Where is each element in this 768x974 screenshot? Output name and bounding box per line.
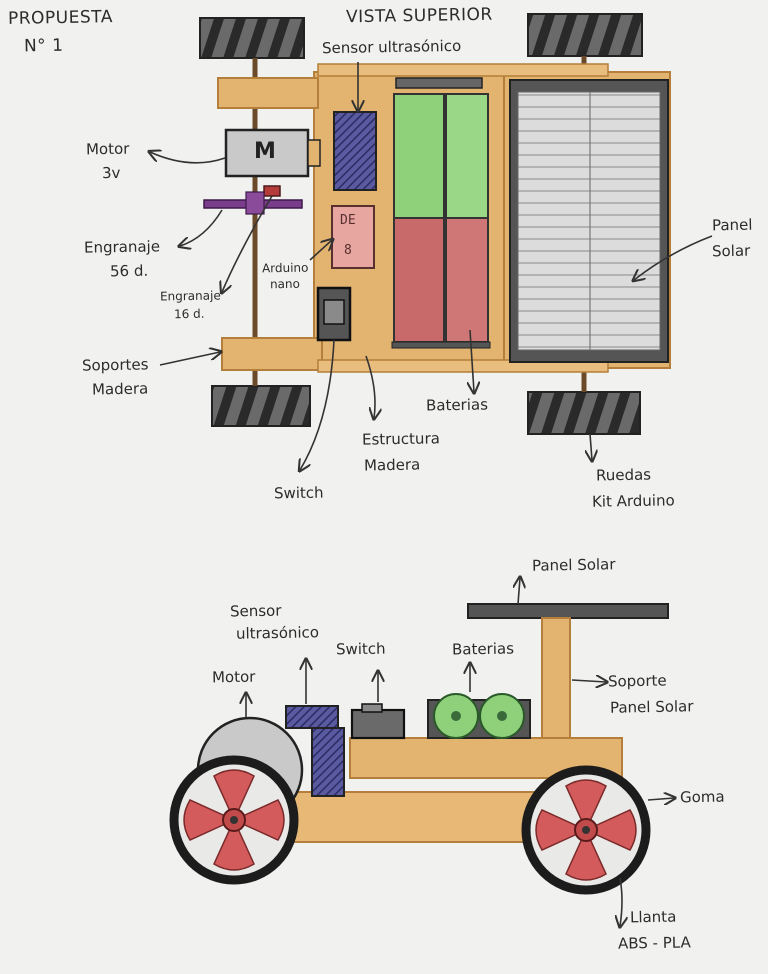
arrow-switch [300,339,335,470]
label-gear-56: Engranaje [83,237,161,257]
arrow-motor [150,152,226,164]
top-battery-bottom-bar [391,341,491,349]
label-motor: Motor [85,139,130,159]
top-gear-hub [245,191,265,215]
side-switch [350,708,406,740]
side-sensor-top [285,705,339,729]
top-battery-right-green [445,93,489,219]
arrow-side-panel [518,578,520,605]
arrow-gear56 [180,209,223,246]
label-soportes: Soportes [81,355,149,375]
arduino-chip-text-2: 8 [344,243,352,258]
top-gear-16 [263,185,281,197]
side-battery-1-core [451,711,461,721]
arrow-arduino [309,240,332,261]
arrow-baterias [470,329,474,392]
side-battery-2-core [497,711,507,721]
top-solar-cells [517,91,661,351]
top-battery-right-red [445,217,489,343]
label-estructura: Estructura [361,429,440,449]
label-side-goma: Goma [679,787,725,807]
side-switch-lever [361,703,383,713]
top-switch-lever [323,299,345,325]
top-tire-front-right [527,13,643,57]
label-side-switch: Switch [335,639,386,659]
side-wheel-left [169,755,299,885]
top-motor-cap [307,139,321,167]
top-battery-clip [395,77,483,89]
arrow-soportes [159,352,220,366]
label-side-sensor: Sensor [229,601,282,621]
label-gear-16-teeth: 16 d. [173,306,205,322]
top-wood-front-support [217,77,319,109]
top-wood-rear-support [221,337,323,371]
title-propuesta: PROPUESTA [7,7,114,29]
title-number: N° 1 [23,35,64,57]
arrow-gear16 [222,195,273,292]
label-estructura-madera: Madera [363,455,421,475]
side-solar-panel [467,603,669,619]
arrow-side-llanta [620,877,622,926]
top-tire-front-left [199,17,305,59]
side-panel-support [541,617,571,741]
label-arduino-nano: nano [269,276,301,292]
side-lower-deck [279,791,543,843]
label-side-sensor-2: ultrasónico [235,623,320,643]
label-soportes-madera: Madera [91,379,149,399]
label-side-llanta-2: ABS - PLA [617,933,691,953]
label-side-soporte: Soporte [607,671,667,691]
view-title: VISTA SUPERIOR [345,4,493,28]
arrow-ruedas [590,433,592,460]
top-motor-body [224,128,310,178]
motor-letter: M [254,139,276,164]
label-gear-16: Engranaje [159,288,221,304]
top-tire-rear-left [211,385,311,427]
arrow-estructura [365,355,375,418]
top-battery-left-green [393,93,445,219]
label-baterias: Baterias [425,395,489,415]
arrow-side-goma [647,798,674,800]
label-side-panel: Panel Solar [531,555,616,575]
label-ruedas-kit: Kit Arduino [591,491,675,511]
label-side-soporte-2: Panel Solar [609,697,694,717]
arrow-side-soporte [571,680,606,682]
label-panel-solar: Solar [711,241,751,261]
label-side-motor: Motor [211,667,256,687]
label-panel: Panel [711,215,753,235]
label-gear-56-teeth: 56 d. [109,261,149,281]
label-side-baterias: Baterias [451,639,515,659]
label-ruedas: Ruedas [595,465,652,485]
label-arduino: Arduino [261,260,309,276]
top-wood-front-beam [317,63,609,77]
label-switch: Switch [273,483,324,503]
side-sensor-body [311,727,345,797]
label-side-llanta: Llanta [629,907,677,927]
arrow-panel [634,235,713,280]
top-sensor [333,111,377,191]
label-sensor: Sensor ultrasónico [321,36,462,58]
top-tire-rear-right [527,391,641,435]
arduino-chip-text-1: DE [340,213,356,228]
label-motor-voltage: 3v [101,163,121,183]
side-wheel-right [521,765,651,895]
top-battery-left-red [393,217,445,343]
